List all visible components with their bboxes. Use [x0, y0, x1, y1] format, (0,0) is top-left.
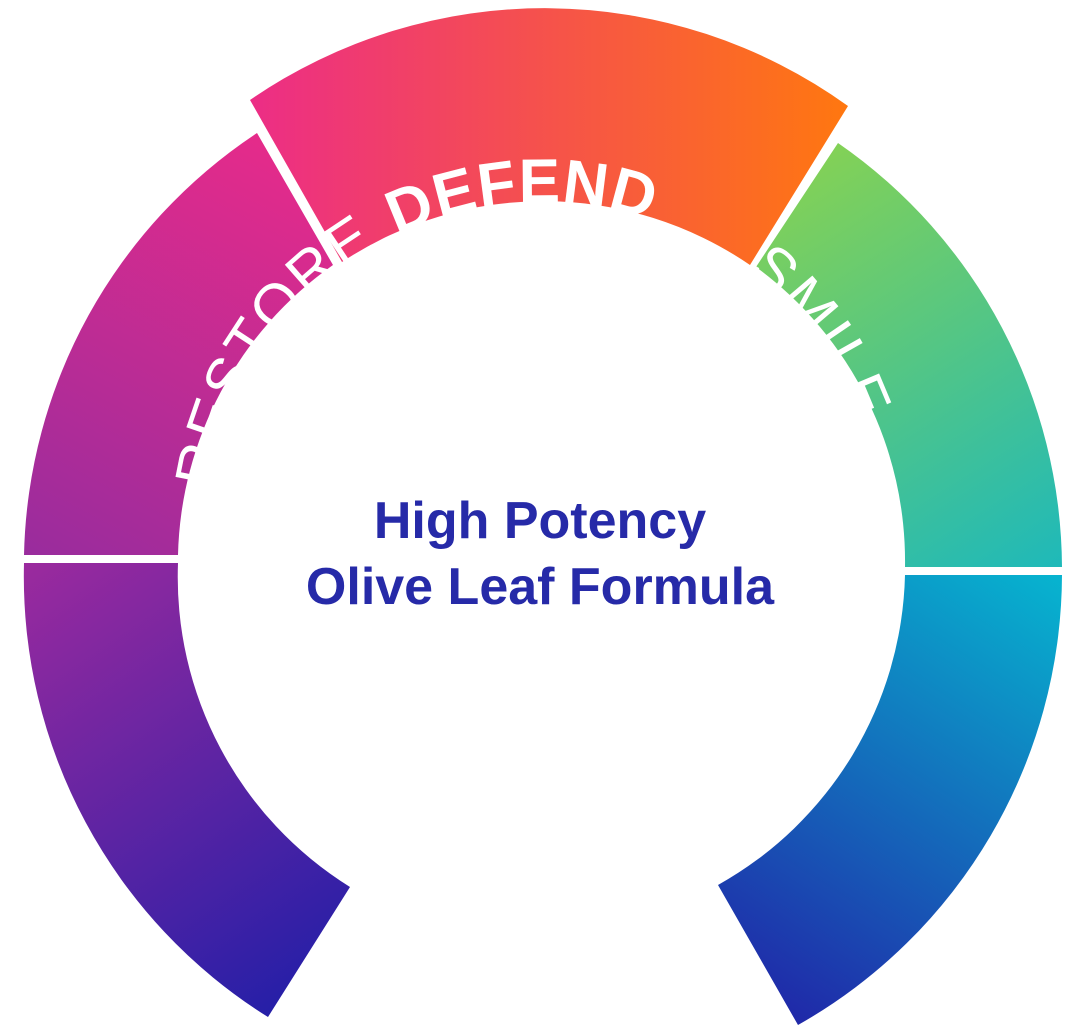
segment-defend — [250, 8, 848, 265]
center-title-line-1: High Potency — [373, 492, 707, 550]
ring-segments — [23, 8, 1062, 1025]
center-title-line-2: Olive Leaf Formula — [305, 558, 775, 616]
segment-bind — [23, 563, 351, 1017]
label-bind: BIND — [231, 658, 371, 812]
segment-remove — [718, 575, 1062, 1025]
center-title: High Potency Olive Leaf Formula — [195, 488, 885, 620]
segment-smile — [756, 143, 1062, 567]
label-bind-text: BIND — [231, 658, 369, 812]
segment-restore — [24, 133, 333, 555]
